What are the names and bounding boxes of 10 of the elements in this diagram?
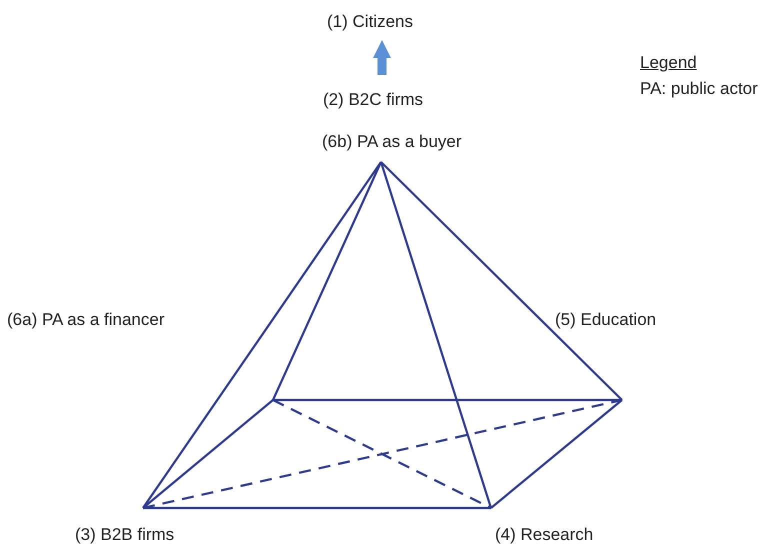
vertex-label: (4) Research [495,524,594,546]
arrow [373,40,391,75]
vertex-label: (5) Education [555,309,656,331]
vertex-label: (6a) PA as a financer [7,309,164,331]
actor-label: (2) B2C firms [322,87,424,112]
vertex-label: (6b) PA as a buyer [322,131,462,153]
actor-label: (1) Citizens [327,9,413,34]
legend-entry: PA: public actor [640,78,758,100]
legend-title: Legend [640,52,697,74]
vertex-label: (3) B2B firms [75,524,174,546]
